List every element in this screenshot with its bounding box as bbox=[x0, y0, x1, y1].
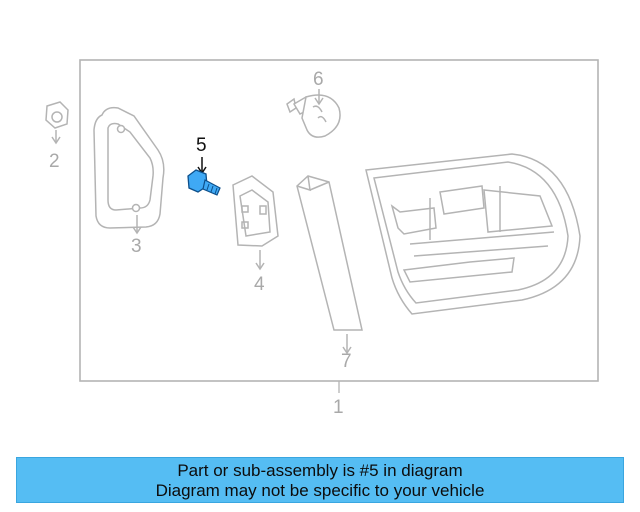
part-5-bolt bbox=[187, 157, 221, 196]
callout-1: 1 bbox=[333, 397, 344, 418]
part-6-bulb bbox=[286, 89, 341, 138]
banner-line-2: Diagram may not be specific to your vehi… bbox=[155, 481, 485, 500]
parts-diagram bbox=[45, 59, 599, 393]
tail-lamp-assembly bbox=[365, 153, 581, 315]
banner-line-1: Part or sub-assembly is #5 in diagram bbox=[177, 461, 463, 480]
part-3-gasket bbox=[93, 106, 165, 235]
callout-4: 4 bbox=[254, 274, 265, 295]
callout-2: 2 bbox=[49, 151, 60, 172]
callout-7: 7 bbox=[341, 351, 352, 372]
callout-3: 3 bbox=[131, 236, 142, 257]
info-banner: Part or sub-assembly is #5 in diagram Di… bbox=[16, 457, 624, 503]
part-4-bracket bbox=[232, 175, 279, 271]
callout-6: 6 bbox=[313, 69, 324, 90]
part-7-strip bbox=[296, 175, 363, 355]
callout-5: 5 bbox=[196, 135, 207, 156]
part-2-nut bbox=[45, 101, 69, 145]
